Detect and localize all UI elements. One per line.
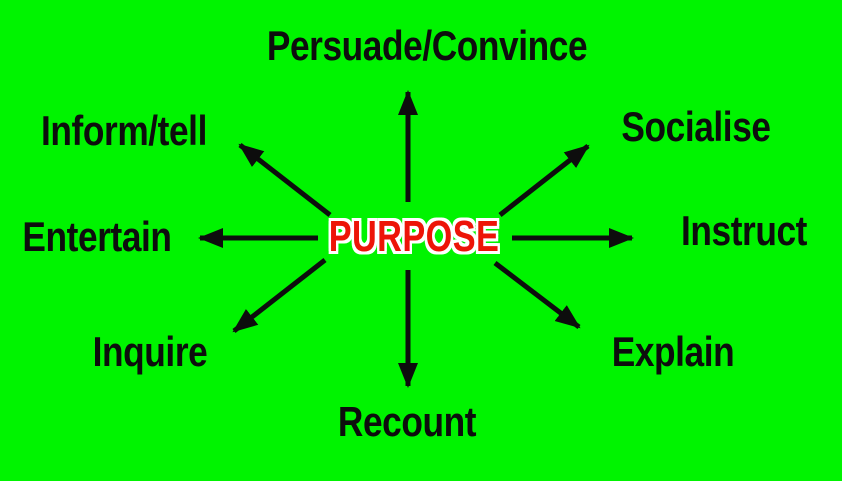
node-recount: Recount (337, 398, 477, 445)
arrow-line-to-inform-tell (238, 143, 332, 217)
arrow-line-to-inquire (232, 258, 327, 333)
center-node-purpose: PURPOSE (328, 212, 500, 261)
node-inform-tell: Inform/tell (41, 107, 207, 154)
node-socialise: Socialise (621, 103, 771, 150)
node-persuade-convince: Persuade/Convince (266, 22, 588, 69)
arrow-line-to-explain (493, 261, 581, 329)
node-entertain: Entertain (22, 213, 172, 260)
node-inquire: Inquire (92, 328, 208, 375)
arrow-line-to-socialise (498, 144, 590, 217)
node-explain: Explain (611, 328, 735, 375)
node-instruct: Instruct (680, 207, 808, 254)
